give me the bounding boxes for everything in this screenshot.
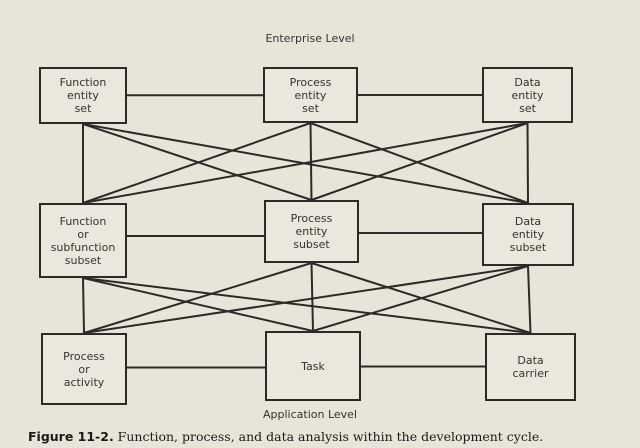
caption-text: Function, process, and data analysis wit… [113, 429, 544, 444]
vertical-connector [82, 277, 85, 334]
diagonal-connector [312, 265, 529, 332]
figure-number: Figure 11-2. [28, 429, 114, 444]
diagonal-connector [82, 122, 311, 204]
vertical-connector [527, 265, 532, 334]
diagonal-connector [311, 122, 528, 201]
diagonal-connector [82, 277, 531, 334]
process-or-activity-box: Process or activity [41, 333, 127, 405]
data-entity-subset-box: Data entity subset [482, 203, 574, 266]
figure-caption: Figure 11-2. Function, process, and data… [28, 429, 543, 444]
data-entity-set-box: Data entity set [482, 67, 573, 123]
process-entity-set-box: Process entity set [263, 67, 358, 123]
function-subset-box: Function or subfunction subset [39, 203, 127, 278]
function-entity-set-box: Function entity set [39, 67, 127, 124]
process-entity-subset-box: Process entity subset [264, 200, 359, 263]
diagonal-connector [310, 122, 529, 204]
diagonal-connector [83, 265, 529, 334]
task-box: Task [265, 331, 361, 401]
diagonal-connector [82, 122, 528, 204]
enterprise-level-label: Enterprise Level [265, 32, 355, 45]
diagonal-connector [82, 277, 314, 332]
diagonal-connector [83, 262, 312, 334]
data-carrier-box: Data carrier [485, 333, 576, 401]
vertical-connector [310, 262, 314, 332]
application-level-label: Application Level [263, 408, 357, 421]
vertical-connector [526, 122, 529, 204]
